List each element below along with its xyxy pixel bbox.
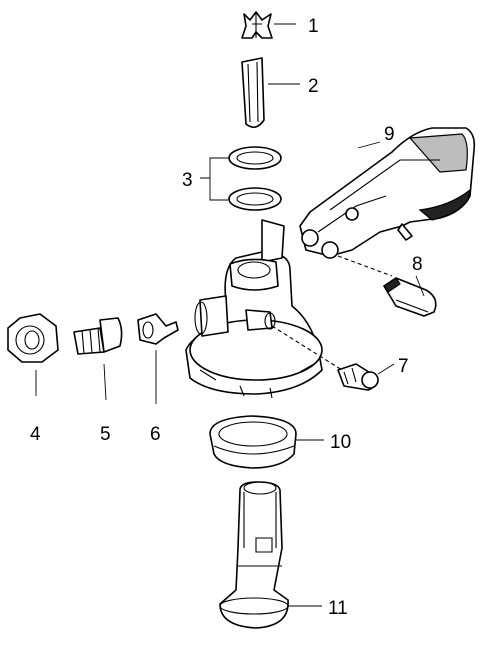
assembly-line-9-8 (337, 255, 393, 277)
part-11-base (219, 481, 289, 629)
leader-lines (35, 23, 425, 607)
part-1-cap (241, 11, 273, 39)
callout-4: 4 (30, 424, 41, 445)
callout-5: 5 (100, 424, 111, 445)
callout-3: 3 (182, 170, 193, 191)
callout-6: 6 (150, 424, 161, 445)
part-9-handle (299, 127, 476, 259)
callout-10: 10 (330, 432, 351, 453)
callout-11: 11 (328, 598, 348, 619)
part-10-ring (209, 415, 297, 469)
callout-labels: 1 2 3 4 5 6 7 8 9 10 11 (30, 16, 423, 619)
part-5-nipple (73, 317, 123, 355)
callout-8: 8 (412, 254, 423, 275)
callout-7: 7 (398, 356, 409, 377)
part-2-probe (241, 57, 265, 128)
part-6-valve (137, 313, 179, 345)
callout-2: 2 (308, 76, 319, 97)
main-body (185, 219, 323, 399)
part-8-latch (383, 277, 437, 317)
part-4-hex-nut (7, 313, 59, 363)
part-7-relief-valve (337, 363, 379, 391)
part-3-o-rings (228, 146, 282, 211)
callout-1: 1 (308, 16, 319, 37)
callout-9: 9 (384, 124, 395, 145)
